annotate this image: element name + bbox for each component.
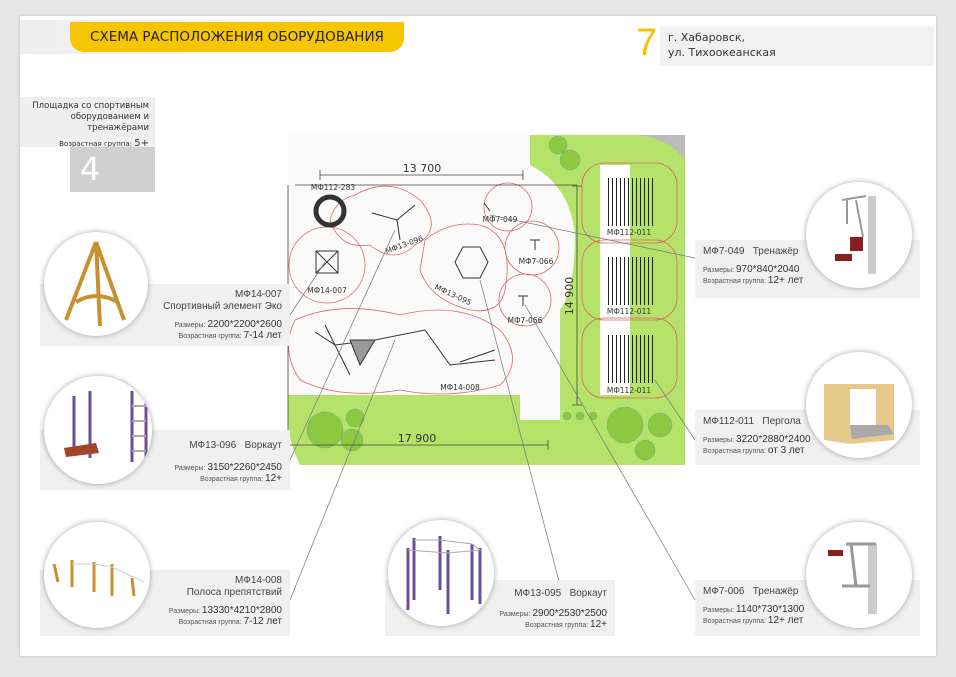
- tire-icon: [313, 194, 347, 228]
- area-age-label: Возрастная группа:: [59, 140, 133, 148]
- safety-zones: [288, 162, 678, 399]
- product-image-eco: [44, 232, 148, 336]
- area-age-value: 5+: [134, 138, 149, 149]
- product-image-pergola: [806, 352, 912, 458]
- dim-bottom: 17 900: [398, 432, 437, 445]
- area-name-2: оборудованием и тренажёрами: [70, 112, 149, 133]
- page-number: 7: [636, 22, 658, 64]
- hexagon-workout: [454, 246, 489, 279]
- card-mf13-095: МФ13-095 Воркаут Размеры: 2900*2530*2500…: [385, 580, 615, 636]
- card-mf112-011: МФ112-011 Пергола Размеры: 3220*2880*240…: [695, 410, 920, 465]
- plan-label: МФ112-011: [607, 386, 651, 395]
- product-image-workout-095: [388, 520, 494, 626]
- product-image-obstacle: [44, 522, 150, 628]
- plan-label: МФ112-011: [607, 228, 651, 237]
- page-title: СХЕМА РАСПОЛОЖЕНИЯ ОБОРУДОВАНИЯ: [70, 22, 404, 52]
- area-age: Возрастная группа: 5+: [20, 137, 149, 151]
- plan-label: МФ112-283: [311, 183, 355, 192]
- plan-label: МФ112-011: [607, 307, 651, 316]
- pergola-grids: [605, 178, 653, 383]
- plan-label: МФ14-007: [307, 286, 347, 295]
- dim-right: 14 900: [563, 277, 576, 316]
- trees: [306, 135, 673, 461]
- plan-label: МФ7-049: [483, 215, 518, 224]
- area-name: Площадка со спортивным: [32, 101, 149, 111]
- leader-lines: [289, 214, 696, 601]
- address-city: г. Хабаровск,: [668, 31, 745, 44]
- plan-label: МФ7-066: [508, 316, 543, 325]
- area-info: Площадка со спортивным оборудованием и т…: [20, 97, 155, 149]
- product-image-trainer-006: [806, 522, 912, 628]
- dim-top: 13 700: [403, 162, 442, 175]
- area-number: 4: [70, 147, 155, 192]
- address-street: ул. Тихоокеанская: [668, 46, 776, 59]
- plan-label: МФ14-008: [440, 383, 480, 392]
- product-image-workout-096: [44, 376, 152, 484]
- product-image-trainer-049: [806, 182, 912, 288]
- lawn-bottom: [288, 395, 685, 465]
- address: г. Хабаровск, ул. Тихоокеанская: [660, 26, 934, 66]
- plan-label: МФ7-066: [519, 257, 554, 266]
